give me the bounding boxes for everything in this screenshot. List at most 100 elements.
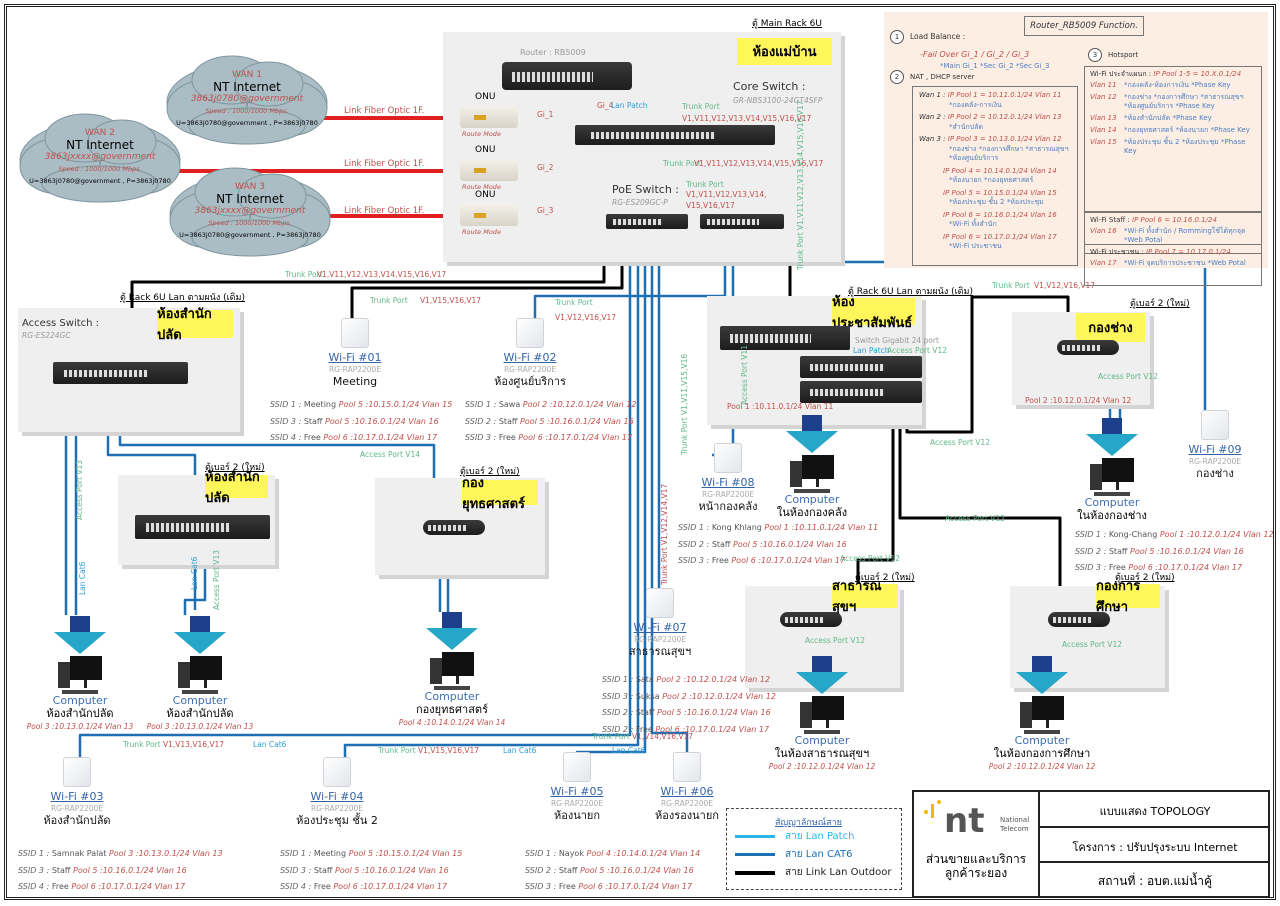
vlan-id: Vlan 14 xyxy=(1090,126,1117,134)
wifi-model: RG-RAP2200E xyxy=(328,365,382,374)
panel-title: Router_RB5009 Function. xyxy=(1024,16,1144,36)
cable-label: Access Port V12 xyxy=(1098,372,1158,381)
hotspot-head: Wi-Fi ประชาชน : IP Pool 7 = 10.17.0.1/24 xyxy=(1090,248,1256,257)
pool-desc: *Wi-Fi ประชาชน xyxy=(949,242,1002,250)
room-label: กองการศึกษา xyxy=(1096,579,1160,615)
cable-label: Lan Cat6 xyxy=(612,746,646,755)
ssid-pool: Pool 3 :10.13.0.1/24 Vlan 13 xyxy=(108,849,223,858)
port-row xyxy=(63,369,148,378)
ssid-row: SSID 1 : Meeting Pool 5 :10.15.0.1/24 Vl… xyxy=(280,849,462,858)
ssid-pool: Pool 5 :10.16.0.1/24 Vlan 16 xyxy=(335,865,449,875)
ssid-pool: Pool 6 :10.17.0.1/24 Vlan 17 xyxy=(578,882,693,891)
cable-label: Access Port V12 xyxy=(887,346,947,355)
vlan-desc: *กองช่าง *กองการศึกษา *สาธารณสุขฯ *ห้องศ… xyxy=(1124,93,1244,110)
cloud-icon xyxy=(169,167,331,257)
hotspot-row: Vlan 16*Wi-Fi ทั้งสำนัก / Rommingใช้ได้ท… xyxy=(1090,227,1256,245)
ssid-pool: Pool 5 :10.16.0.1/24 Vlan 16 xyxy=(580,865,694,875)
access-point-icon xyxy=(1201,410,1229,440)
room-label: สาธารณสุขฯ xyxy=(832,579,898,615)
nat-row: IP Pool 6 = 10.17.0.1/24 Vlan 17*Wi-Fi ป… xyxy=(919,233,1071,252)
cable-label: Switch Gigabit 24 port xyxy=(855,336,939,345)
wifi-name: Wi-Fi #03 xyxy=(50,790,104,803)
legend-label: สาย Lan CAT6 xyxy=(785,849,853,860)
wan-credentials: U=3863j0780@government , P=3863j0780 xyxy=(179,231,321,239)
cable-label: Access Port V12 xyxy=(945,514,1005,523)
ssid-pool: Pool 5 :10.15.0.1/24 Vlan 15 xyxy=(348,849,463,858)
wifi-location: ห้องสำนักปลัด xyxy=(43,814,111,827)
computer-icon xyxy=(1018,694,1066,736)
nat-row: Wan 1 : IP Pool 1 = 10.11.0.1/24 Vlan 11… xyxy=(919,91,1071,110)
wifi-model: RG-RAP2200E xyxy=(1188,457,1242,466)
pool-desc: *ห้องประชุม ชั้น 2 *ห้องประชุม xyxy=(949,198,1044,206)
cable-label: Link Fiber Optic 1F. xyxy=(344,159,425,169)
wifi-location: สาธารณสุขฯ xyxy=(628,645,692,658)
project-name: โครงการ : ปรับปรุงระบบ Internet xyxy=(1072,841,1238,854)
cat6-cable xyxy=(343,228,640,762)
failover-text: -Fail Over Gi_1 / Gi_2 / Gi_3 xyxy=(920,50,1030,59)
cable-label: V1,V14,V16,V17 xyxy=(632,732,694,741)
wifi-name: Wi-Fi #01 xyxy=(328,351,382,364)
rack-title: ตู้ Rack 6U Lan ตามผนัง (เดิม) xyxy=(120,293,245,303)
ssid-name: Free xyxy=(1108,563,1126,572)
onu-mode: Route Mode xyxy=(462,130,501,138)
wifi-location: หน้ากองคลัง xyxy=(698,500,758,513)
down-arrow-icon xyxy=(786,415,838,455)
poe-switch-2 xyxy=(700,214,784,229)
wifi-location: Meeting xyxy=(332,375,378,388)
ssid-row: SSID 1 : Nayok Pool 4 :10.14.0.1/24 Vlan… xyxy=(525,849,700,858)
cable-label: Lan Patch xyxy=(611,101,648,110)
ssid-name: Staff xyxy=(1108,546,1128,556)
cable-label: V1,V11,V12,V13,V14,V15,V16,V17 xyxy=(682,114,812,123)
diagram-frame xyxy=(4,4,1276,900)
rack-title: ตู้ Rack 6U Lan ตามผนัง (เดิม) xyxy=(848,287,973,297)
computer-icon xyxy=(176,654,224,696)
wifi-name: Wi-Fi #07 xyxy=(633,621,687,634)
ssid-row: SSID 4 : Free Pool 6 :10.17.0.1/24 Vlan … xyxy=(18,882,185,891)
ssid-id: SSID 3 : xyxy=(270,416,302,426)
computer-room: กองยุทธศาสตร์ xyxy=(416,703,488,716)
section-number: 1 xyxy=(890,30,904,44)
cable-label: Trunk Port xyxy=(686,180,724,189)
hotspot-head: Wi-Fi ประจำแผนก : IP Pool 1-5 = 10.X.0.1… xyxy=(1090,70,1256,79)
ssid-id: SSID 3 : xyxy=(678,556,710,565)
computer-pool: Pool 4 :10.14.0.1/24 Vlan 14 xyxy=(398,718,506,727)
nat-pool-line: IP Pool 6 = 10.17.0.1/24 Vlan 17 xyxy=(919,233,1071,243)
wan-label: Wan 3 : xyxy=(919,135,946,143)
pool-text: IP Pool 3 = 10.13.0.1/24 Vlan 12 xyxy=(947,135,1062,143)
ssid-row: SSID 1 : Meeting Pool 5 :10.15.0.1/24 Vl… xyxy=(270,400,452,409)
poe-label: PoE Switch : xyxy=(612,183,679,196)
ssid-row: SSID 3 : Free Pool 6 :10.17.0.1/24 Vlan … xyxy=(525,882,692,891)
nat-row: IP Pool 6 = 10.16.0.1/24 Vlan 16*Wi-Fi ท… xyxy=(919,211,1071,230)
computer-label: Computer xyxy=(784,493,840,506)
wifi-location: ห้องศูนย์บริการ xyxy=(494,375,566,388)
ssid-pool: Pool 5 :10.16.0.1/24 Vlan 16 xyxy=(325,416,439,426)
desktop-switch xyxy=(780,612,842,627)
computer-room: ในห้องกองคลัง xyxy=(776,506,848,519)
down-arrow-icon xyxy=(796,656,848,696)
ssid-id: SSID 3 : xyxy=(465,433,497,442)
computer-room: ห้องสำนักปลัด xyxy=(46,707,114,720)
wan-speed: Speed : 1000/1000 Mbps. xyxy=(208,219,292,227)
ssid-id: SSID 2 : xyxy=(1075,546,1107,556)
down-arrow-icon xyxy=(426,612,478,652)
cable-label: Access Port V12 xyxy=(805,636,865,645)
cable-label: Access Port V12 xyxy=(1062,640,1122,649)
ssid-name: Nayok xyxy=(558,849,584,858)
hotspot-title: Wi-Fi Staff : xyxy=(1090,216,1130,224)
legend-label: สาย Lan Patch xyxy=(785,831,855,842)
rack-title: ตู้เบอร์ 2 (ใหม่) xyxy=(1130,299,1190,309)
down-arrow-icon xyxy=(1086,418,1138,458)
cable-label: V1,V15,V16,V17 xyxy=(420,296,482,305)
port-row xyxy=(730,334,811,343)
cable-label: Trunk Port xyxy=(555,298,593,307)
pool-desc: *สำนักปลัด xyxy=(949,122,984,131)
room-label: ห้องประชาสัมพันธ์ xyxy=(832,295,915,331)
cable-label: V1,V11,V12,V13,V14,V15,V16,V17 xyxy=(317,270,447,279)
